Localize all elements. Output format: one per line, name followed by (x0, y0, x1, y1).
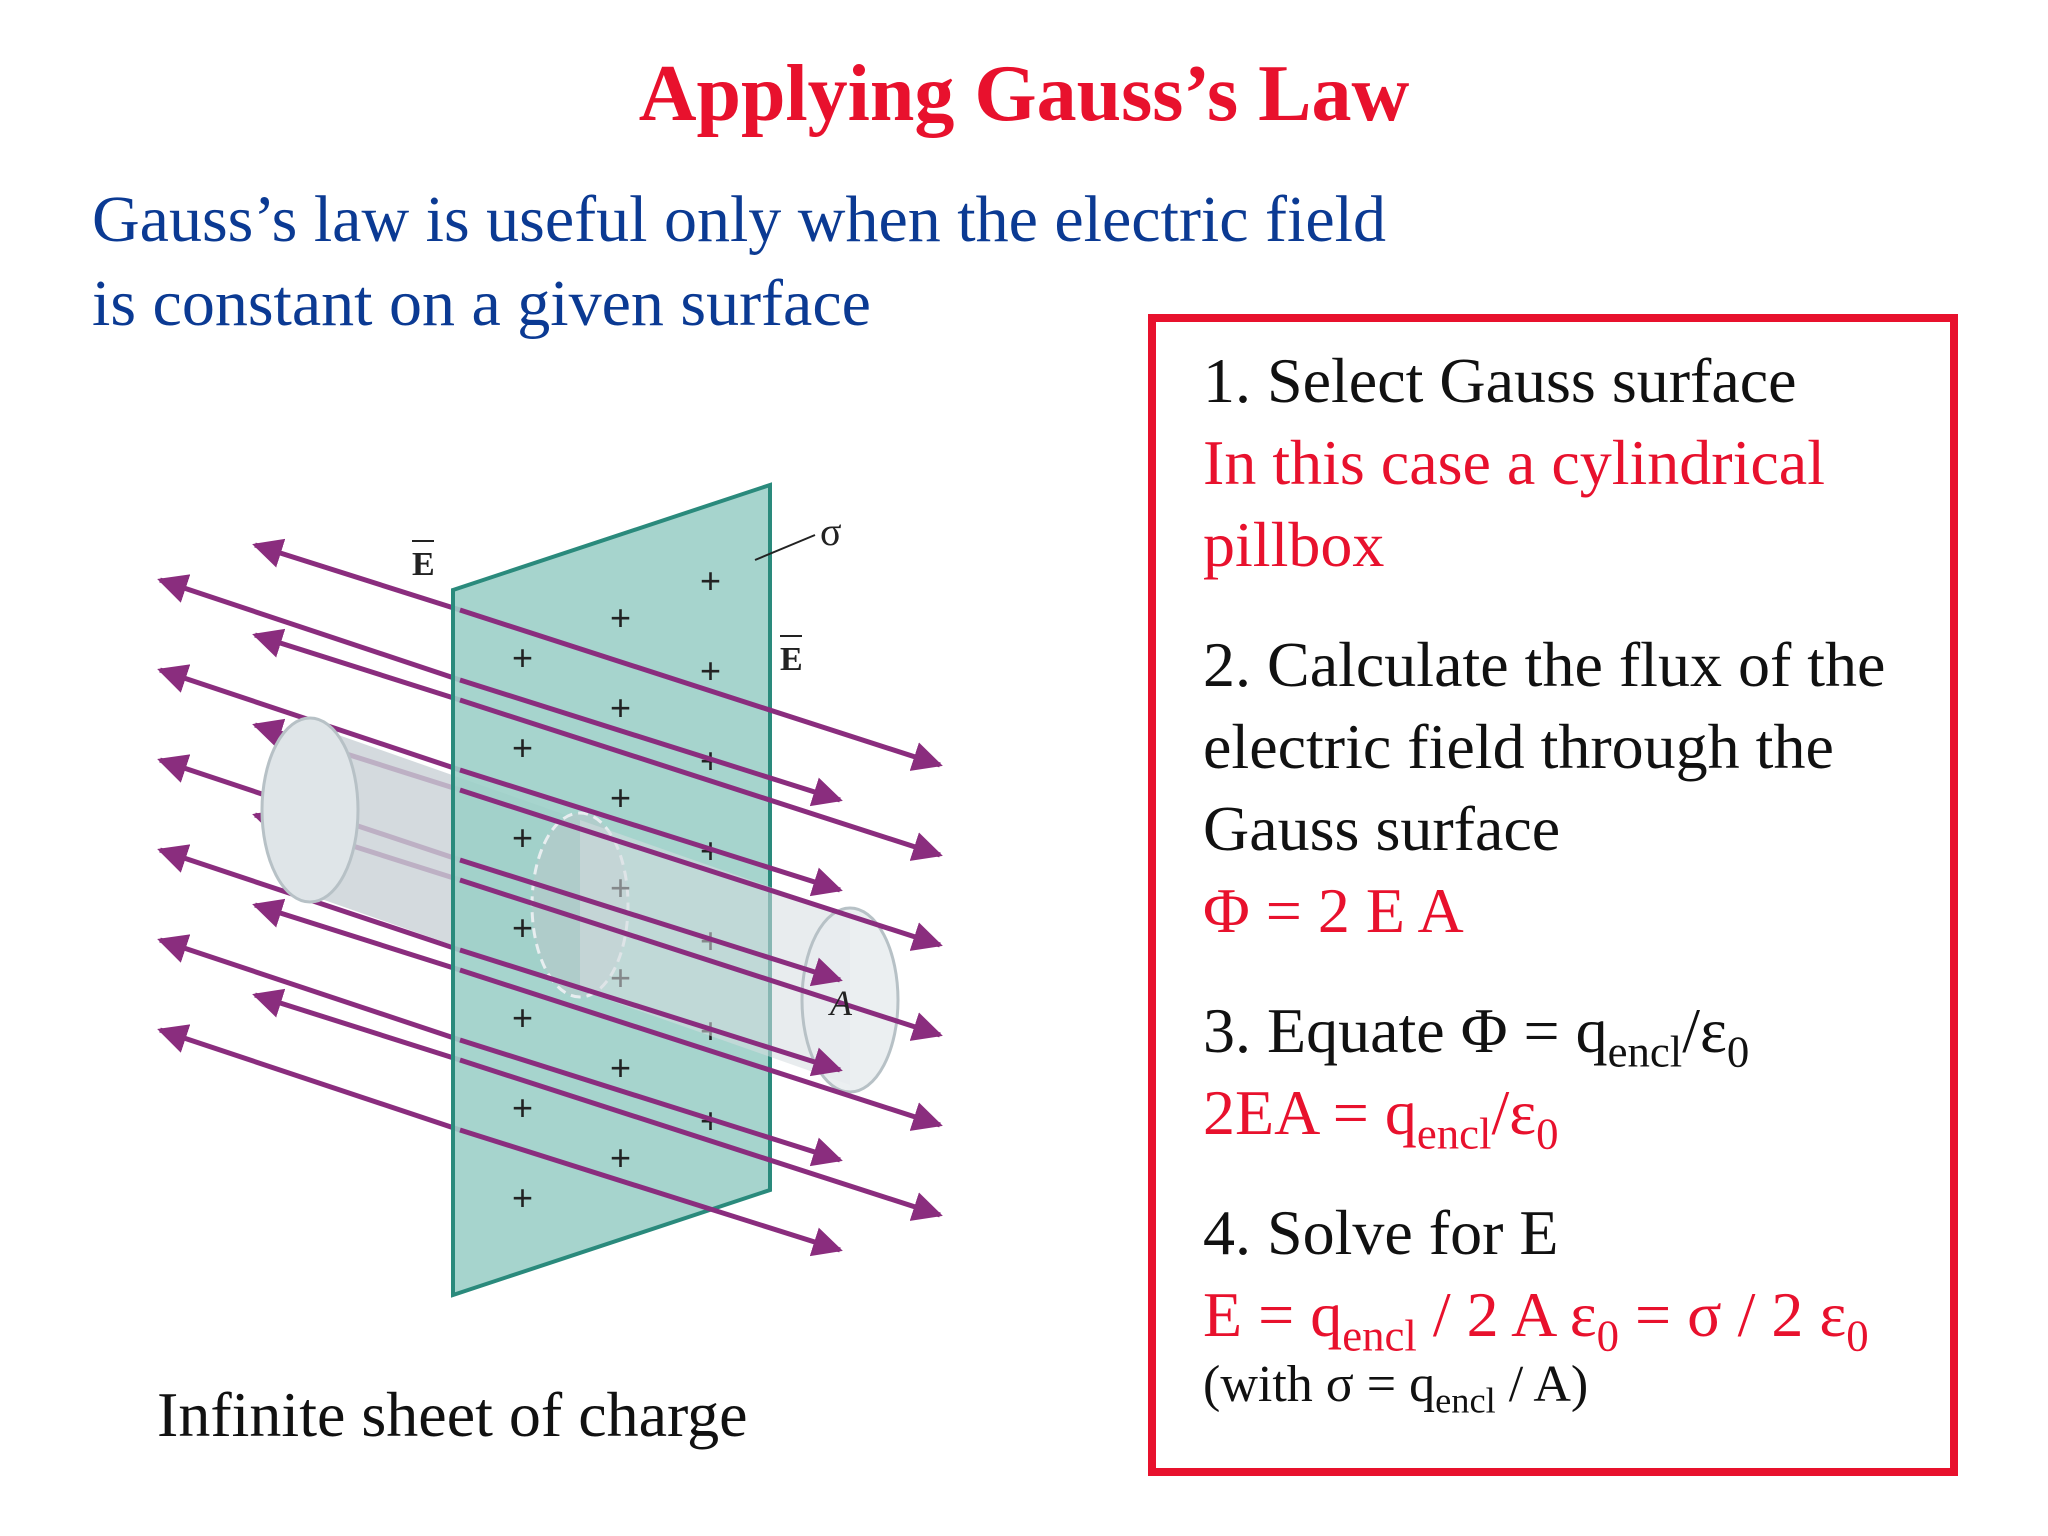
step-2: 2. Calculate the flux of the electric fi… (1203, 624, 1963, 952)
intro-line-1: Gauss’s law is useful only when the elec… (92, 183, 1386, 256)
plus-sign: + (512, 997, 533, 1038)
step-3-formula: 2EA = qencl/ε0 (1203, 1077, 1559, 1159)
plus-sign: + (700, 650, 721, 691)
plus-sign: + (610, 597, 631, 638)
steps-list: 1. Select Gauss surface In this case a c… (1203, 340, 1963, 1452)
step-4: 4. Solve for E E = qencl / 2 A ε0 = σ / … (1203, 1192, 1963, 1421)
step-2-line-3: Gauss surface (1203, 793, 1561, 864)
sheet-of-charge-figure: + + + + + + + + + + + + + + + + + + + + … (157, 482, 943, 1298)
step-4-note: (with σ = qencl / A) (1203, 1356, 1589, 1421)
plus-sign: + (700, 560, 721, 601)
step-1-line-1: In this case a cylindrical (1203, 427, 1825, 498)
plus-sign: + (610, 687, 631, 728)
intro-text: Gauss’s law is useful only when the elec… (92, 178, 1492, 346)
plus-sign: + (512, 727, 533, 768)
steps-box (1148, 314, 1958, 1476)
sigma-label: σ (820, 509, 842, 554)
plus-sign: + (610, 777, 631, 818)
plus-sign: + (512, 817, 533, 858)
step-4-formula: E = qencl / 2 A ε0 = σ / 2 ε0 (1203, 1279, 1869, 1361)
step-3-title: 3. Equate Φ = qencl/ε0 (1203, 995, 1750, 1077)
step-1-title: 1. Select Gauss surface (1203, 345, 1797, 416)
step-2-line-2: electric field through the (1203, 711, 1834, 782)
cylinder-front (580, 820, 900, 1094)
step-3: 3. Equate Φ = qencl/ε0 2EA = qencl/ε0 (1203, 990, 1963, 1159)
intro-line-2: is constant on a given surface (92, 266, 871, 340)
plus-sign: + (610, 1137, 631, 1178)
field-label-right: E (780, 641, 803, 678)
plus-sign: + (512, 907, 533, 948)
step-2-formula: Φ = 2 E A (1203, 875, 1464, 946)
area-label: A (828, 983, 853, 1023)
plus-sign: + (512, 637, 533, 678)
figure-caption: Infinite sheet of charge (157, 1379, 748, 1450)
plus-sign: + (512, 1177, 533, 1218)
plus-sign: + (512, 1087, 533, 1128)
field-label-left: E (412, 546, 435, 583)
field-lines-front (459, 607, 943, 1257)
step-2-line-1: 2. Calculate the flux of the (1203, 629, 1886, 700)
step-1: 1. Select Gauss surface In this case a c… (1203, 340, 1963, 586)
plus-sign: + (610, 1047, 631, 1088)
slide-title: Applying Gauss’s Law (638, 50, 1410, 138)
step-4-title: 4. Solve for E (1203, 1197, 1559, 1268)
step-1-line-2: pillbox (1203, 509, 1385, 580)
